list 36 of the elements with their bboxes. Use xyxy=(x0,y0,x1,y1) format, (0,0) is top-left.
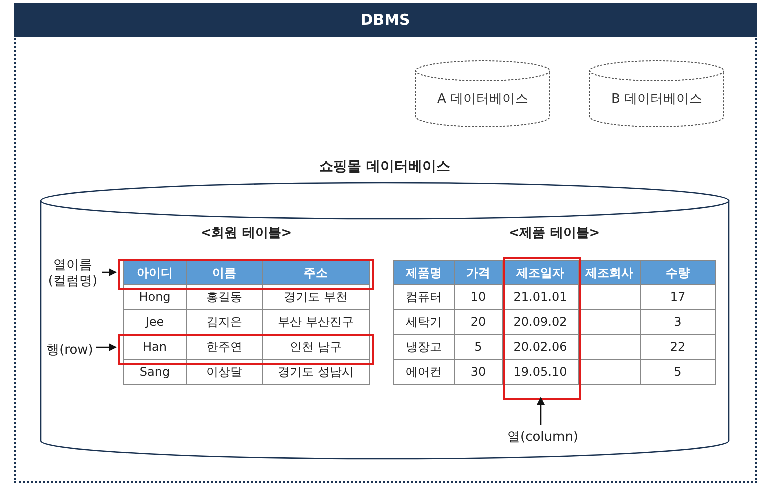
column-header: 제품명 xyxy=(393,260,455,285)
table-cell: 17 xyxy=(641,285,716,310)
highlight-box xyxy=(503,257,581,400)
callout-label: 열이름 (컬럼명) xyxy=(42,254,104,294)
database-title: 쇼핑몰 데이터베이스 xyxy=(318,158,452,177)
title-bar: DBMS xyxy=(14,3,757,37)
table-cell: 22 xyxy=(641,335,716,360)
callout-label: 행(row) xyxy=(42,340,98,362)
arrow xyxy=(102,268,117,276)
column-header: 제조일자 xyxy=(503,260,579,285)
column-header: 수량 xyxy=(641,260,716,285)
column-header: 제조회사 xyxy=(579,260,641,285)
table-cell: 에어컨 xyxy=(393,360,455,385)
table-cell: 컴퓨터 xyxy=(393,285,455,310)
table-title: <회원 테이블> xyxy=(200,225,294,243)
table-cell: 5 xyxy=(641,360,716,385)
cylinder-label: A 데이터베이스 xyxy=(436,91,530,109)
table-title: <제품 테이블> xyxy=(508,225,602,243)
callout-label: 열(column) xyxy=(502,427,584,449)
table-cell: 세탁기 xyxy=(393,310,455,335)
highlight-box xyxy=(118,259,374,290)
table-cell: 5 xyxy=(455,335,503,360)
table-cell: Jee xyxy=(123,310,187,335)
column-header: 주소 xyxy=(263,260,370,285)
table-cell: 30 xyxy=(455,360,503,385)
arrow xyxy=(96,344,117,352)
column-header: 가격 xyxy=(455,260,503,285)
table-cell: 20 xyxy=(455,310,503,335)
highlight-box xyxy=(118,334,374,365)
arrow xyxy=(537,397,545,425)
table-cell: 10 xyxy=(455,285,503,310)
column-header: 이름 xyxy=(187,260,263,285)
table-cell: 3 xyxy=(641,310,716,335)
table-cell: 냉장고 xyxy=(393,335,455,360)
column-header: 아이디 xyxy=(123,260,187,285)
cylinder-label: B 데이터베이스 xyxy=(610,91,704,109)
